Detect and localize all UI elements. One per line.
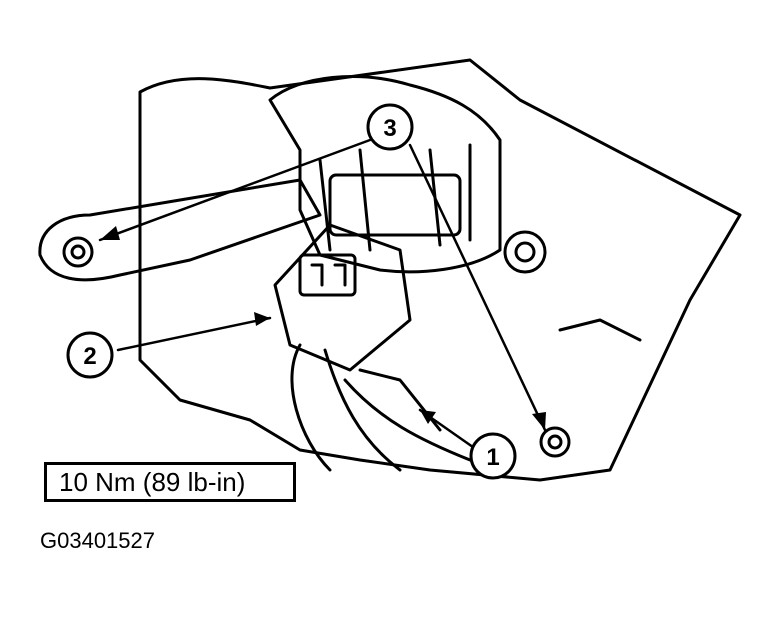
sensor-body xyxy=(268,75,502,274)
electrical-connector xyxy=(273,223,412,372)
callout-3-label: 3 xyxy=(383,115,396,142)
callout-3-circle xyxy=(366,103,414,151)
bracket-arm xyxy=(38,178,322,282)
figure-code: G03401527 xyxy=(40,528,155,553)
mounting-bolt-right-lower xyxy=(539,426,571,458)
torque-spec-label: 10 Nm (89 lb-in) xyxy=(44,462,296,502)
callout-2-circle xyxy=(66,331,114,379)
leader-3-to-right-bolt xyxy=(408,143,547,432)
mounting-bolt-right-upper xyxy=(503,230,547,274)
leader-3-to-left-bolt xyxy=(98,138,372,242)
mounting-plate xyxy=(138,58,742,482)
callout-2-label: 2 xyxy=(83,343,96,370)
bracket-bolt-left xyxy=(62,236,94,268)
callout-1-label: 1 xyxy=(486,444,499,471)
callout-1-circle xyxy=(469,432,517,480)
leader-2 xyxy=(116,316,272,352)
wiring-harness xyxy=(290,343,472,472)
